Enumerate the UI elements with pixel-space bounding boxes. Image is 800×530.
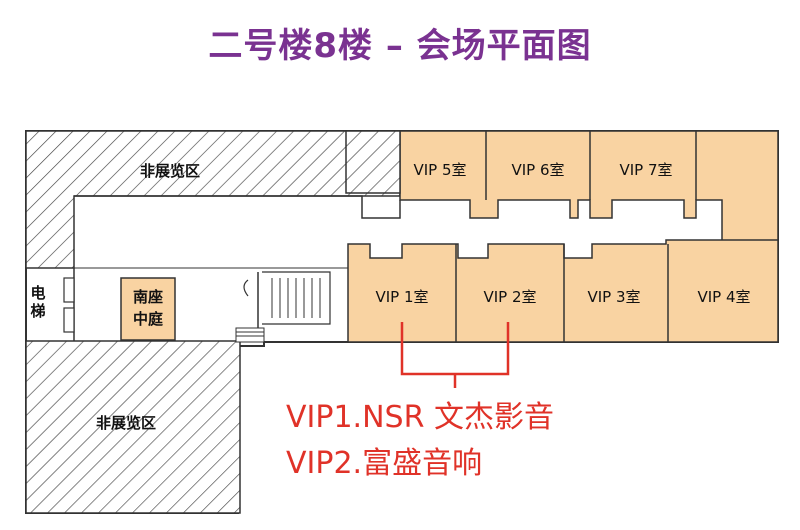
- annotation-note-1: VIP1.NSR 文杰影音: [286, 400, 554, 435]
- exhibit-area-bottom: [25, 340, 241, 514]
- page-title: 二号楼8楼 – 会场平面图: [208, 26, 592, 66]
- room-vip7-label: VIP 7室: [619, 161, 672, 179]
- room-vip1-label: VIP 1室: [375, 288, 428, 306]
- south-lobby-label: 南座中庭: [133, 288, 164, 328]
- room-block-south: [347, 239, 779, 343]
- room-vip5-label: VIP 5室: [413, 161, 466, 179]
- staircase: [235, 271, 331, 343]
- elevator-label: 电梯: [30, 284, 45, 320]
- room-vip2-label: VIP 2室: [483, 288, 536, 306]
- annotation-bracket: [400, 322, 510, 388]
- exhibit-label-top: 非展览区: [140, 162, 200, 180]
- elevator: [63, 277, 75, 333]
- room-vip6-label: VIP 6室: [511, 161, 564, 179]
- room-vip3-label: VIP 3室: [587, 288, 640, 306]
- south-lobby-room: [120, 277, 176, 341]
- room-block-north: [399, 130, 779, 245]
- shaft-hatch: [345, 130, 401, 194]
- annotation-note-2: VIP2.富盛音响: [286, 446, 483, 481]
- exhibit-label-bottom: 非展览区: [96, 414, 156, 432]
- room-vip4-label: VIP 4室: [697, 288, 750, 306]
